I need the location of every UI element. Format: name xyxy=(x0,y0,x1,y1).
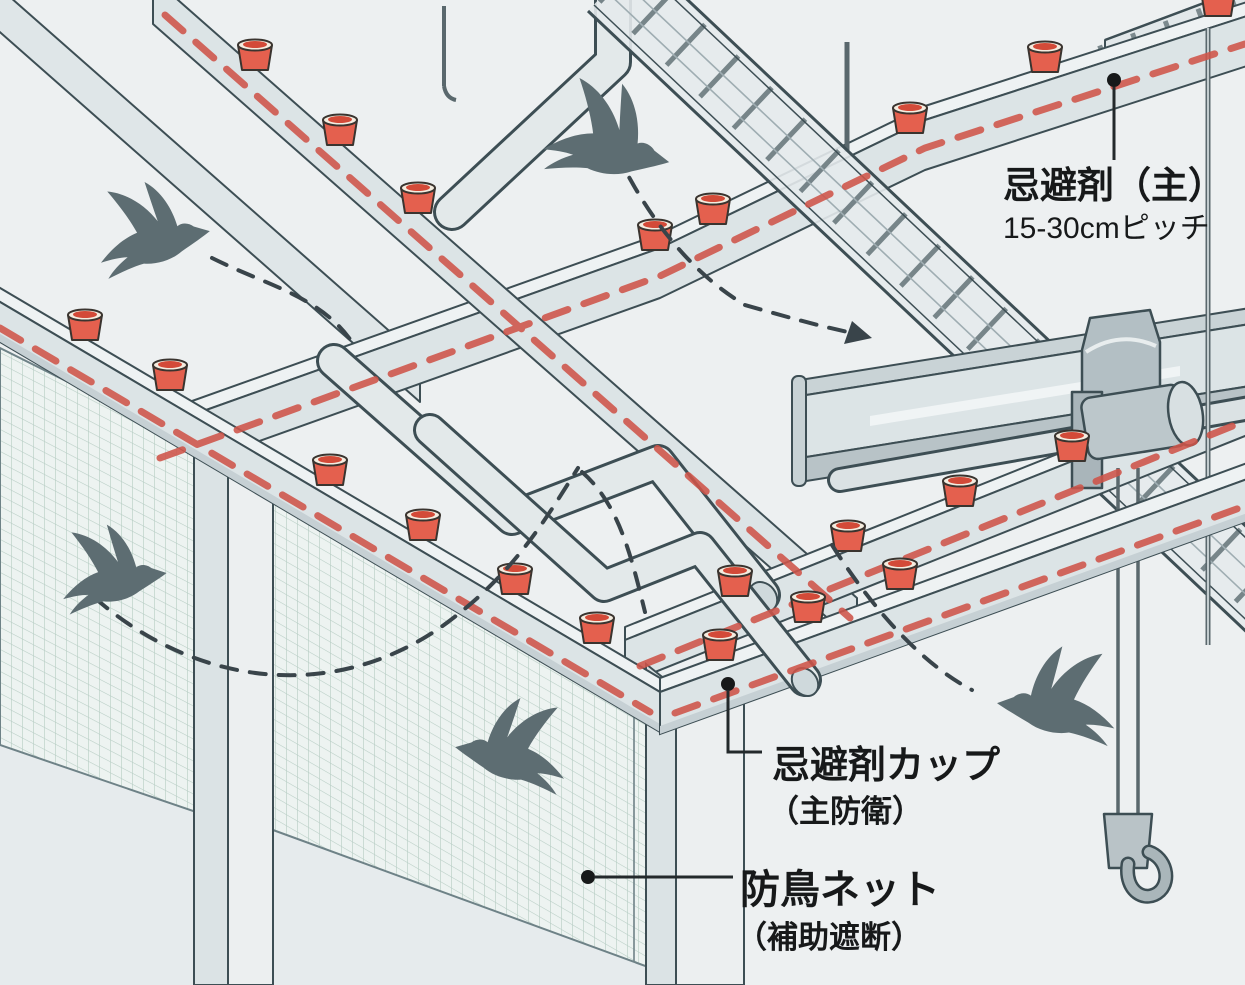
hanger-rod-left xyxy=(442,6,457,102)
repellent-cup-icon xyxy=(152,358,188,391)
repellent-cup-icon xyxy=(1200,0,1236,17)
label-bird-net-subtitle: （補助遮断） xyxy=(736,920,922,955)
flight-path xyxy=(830,543,974,692)
repellent-cup-icon xyxy=(830,519,866,552)
repellent-cup-icon xyxy=(695,192,731,225)
label-repellent-main: 忌避剤（主） 15-30cmピッチ xyxy=(1003,73,1225,245)
label-repellent-cup-subtitle: （主防衛） xyxy=(768,794,923,829)
repellent-cup-icon xyxy=(882,557,918,590)
pipe-lower-run xyxy=(316,343,822,697)
label-repellent-cup-title: 忌避剤カップ xyxy=(772,745,1000,787)
flight-path xyxy=(580,470,647,614)
label-repellent-cup: 忌避剤カップ （主防衛） xyxy=(721,677,1000,829)
hoist-trolley xyxy=(1070,308,1205,490)
repellent-cup-icon xyxy=(400,181,436,214)
flight-path xyxy=(614,150,850,334)
repellent-cup-icon xyxy=(1054,429,1090,462)
label-bird-net-title: 防鳥ネット xyxy=(740,868,940,912)
repellent-cup-icon xyxy=(942,474,978,507)
repellent-line-a1 xyxy=(161,11,854,622)
repellent-cup-icon xyxy=(579,611,615,644)
repellent-line-near xyxy=(636,417,1245,670)
ceiling-beam-a2 xyxy=(0,0,421,403)
labels: 忌避剤（主） 15-30cmピッチ 忌避剤カップ （主防衛） 防鳥ネット （補助… xyxy=(581,73,1225,955)
repellent-cup-icon xyxy=(892,101,928,134)
repellent-cup-icon xyxy=(790,590,826,623)
repellent-line-edge-right xyxy=(671,502,1245,717)
flight-paths xyxy=(93,150,974,692)
repellent-cup-icon xyxy=(237,38,273,71)
leader-dot xyxy=(721,677,735,691)
label-bird-net: 防鳥ネット （補助遮断） xyxy=(581,868,940,955)
repellent-cup-icon xyxy=(1027,40,1063,73)
repellent-cup-icon xyxy=(312,453,348,486)
flight-path xyxy=(93,466,580,678)
label-repellent-main-subtitle: 15-30cmピッチ xyxy=(1003,212,1210,245)
repellent-line-cross xyxy=(156,40,1245,462)
wall-front-lower xyxy=(273,830,648,985)
label-repellent-main-title: 忌避剤（主） xyxy=(1003,165,1225,206)
repellent-cup-icon xyxy=(405,508,441,541)
wall-left-lower xyxy=(0,745,196,985)
repellent-line-edge-left xyxy=(0,324,654,716)
repellent-cup-icon xyxy=(322,113,358,146)
leader-line xyxy=(726,690,762,754)
leader-dot xyxy=(1107,73,1121,87)
repellent-line-dashes xyxy=(0,11,1245,717)
repellent-cup-icon xyxy=(497,562,533,595)
leader-dot xyxy=(581,870,595,884)
repellent-cup-icon xyxy=(717,564,753,597)
column-left xyxy=(193,423,274,985)
flight-path xyxy=(210,256,354,344)
flight-arrowhead-icon xyxy=(844,321,872,344)
repellent-cup-icon xyxy=(702,628,738,661)
crane-hook-icon xyxy=(1102,812,1174,904)
repellent-cup-icon xyxy=(67,308,103,341)
